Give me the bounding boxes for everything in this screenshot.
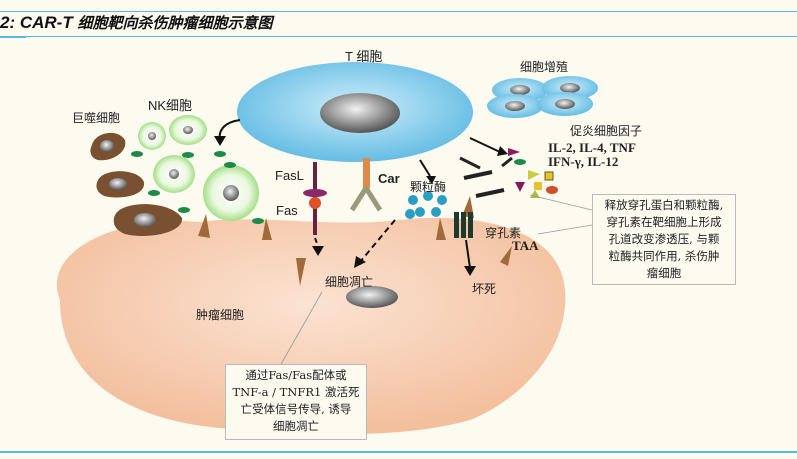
tumor-nucleus <box>346 286 398 308</box>
car-receptor <box>349 158 383 212</box>
title-rule <box>0 36 797 37</box>
callout-line: 粒酶共同作用, 杀伤肿 <box>608 249 720 263</box>
granules <box>131 151 264 224</box>
title-prefix: 2: CAR-T <box>0 13 78 32</box>
perforin-callout-line-1 <box>529 194 593 211</box>
label-proliferation: 细胞增殖 <box>520 60 569 74</box>
t-cell-nucleus <box>320 93 400 133</box>
label-cytokines: 促炎细胞因子 <box>570 124 643 138</box>
label-necrosis: 坏死 <box>472 282 497 296</box>
label-perforin: 穿孔素 <box>485 226 522 240</box>
label-fasl: FasL <box>275 168 304 183</box>
cytokines <box>459 148 558 198</box>
perforin-pores <box>454 212 473 238</box>
label-apoptosis: 细胞凋亡 <box>325 275 374 289</box>
granzyme-hexagons <box>405 191 447 219</box>
callout-line: TNF-a / TNFR1 激活死 <box>232 385 360 399</box>
label-tumor-cell: 肿瘤细胞 <box>196 308 245 322</box>
perforin-callout-box: 释放穿孔蛋白和颗粒酶, 穿孔素在靶细胞上形成 孔道改变渗透压, 与颗 粒酶共同作… <box>592 194 736 285</box>
label-cytokine-list-2: IFN-γ, IL-12 <box>548 154 619 169</box>
title-rule-accent <box>0 36 26 38</box>
label-t-cell: T 细胞 <box>345 49 383 64</box>
bottom-rule <box>0 451 797 453</box>
tumor-cell <box>56 217 566 435</box>
label-macrophage: 巨噬细胞 <box>72 111 121 125</box>
pathway-arrows <box>314 137 501 269</box>
perforin-callout-line-2 <box>537 224 593 235</box>
callout-line: 细胞凋亡 <box>273 419 319 433</box>
fas-callout-box: 通过Fas/Fas配体或 TNF-a / TNFR1 激活死 亡受体信号传导, … <box>225 364 367 440</box>
callout-line: 亡受体信号传导, 诱导 <box>240 402 352 416</box>
callout-line: 穿孔素在靶细胞上形成 <box>606 215 722 229</box>
fas-callout-line <box>279 291 323 367</box>
figure-title: 2: CAR-T 细胞靶向杀伤肿瘤细胞示意图 <box>0 12 272 33</box>
title-text: 细胞靶向杀伤肿瘤细胞示意图 <box>77 14 273 32</box>
callout-line: 瘤细胞 <box>646 266 682 280</box>
label-granzyme: 颗粒酶 <box>410 180 447 194</box>
nk-cells <box>138 115 259 221</box>
fas-ligand-bead <box>309 197 321 209</box>
label-cytokine-list-1: IL-2, IL-4, TNF <box>548 140 636 155</box>
callout-line: 释放穿孔蛋白和颗粒酶, <box>604 198 724 212</box>
proliferating-cells <box>487 76 598 118</box>
top-rule <box>0 11 797 12</box>
label-car: Car <box>378 171 400 186</box>
macrophages <box>90 132 183 237</box>
label-nk-cell: NK细胞 <box>148 98 193 113</box>
callout-line: 通过Fas/Fas配体或 <box>245 368 347 382</box>
callout-line: 孔道改变渗透压, 与颗 <box>608 232 720 246</box>
label-fas: Fas <box>276 203 298 218</box>
label-taa: TAA <box>512 238 539 253</box>
